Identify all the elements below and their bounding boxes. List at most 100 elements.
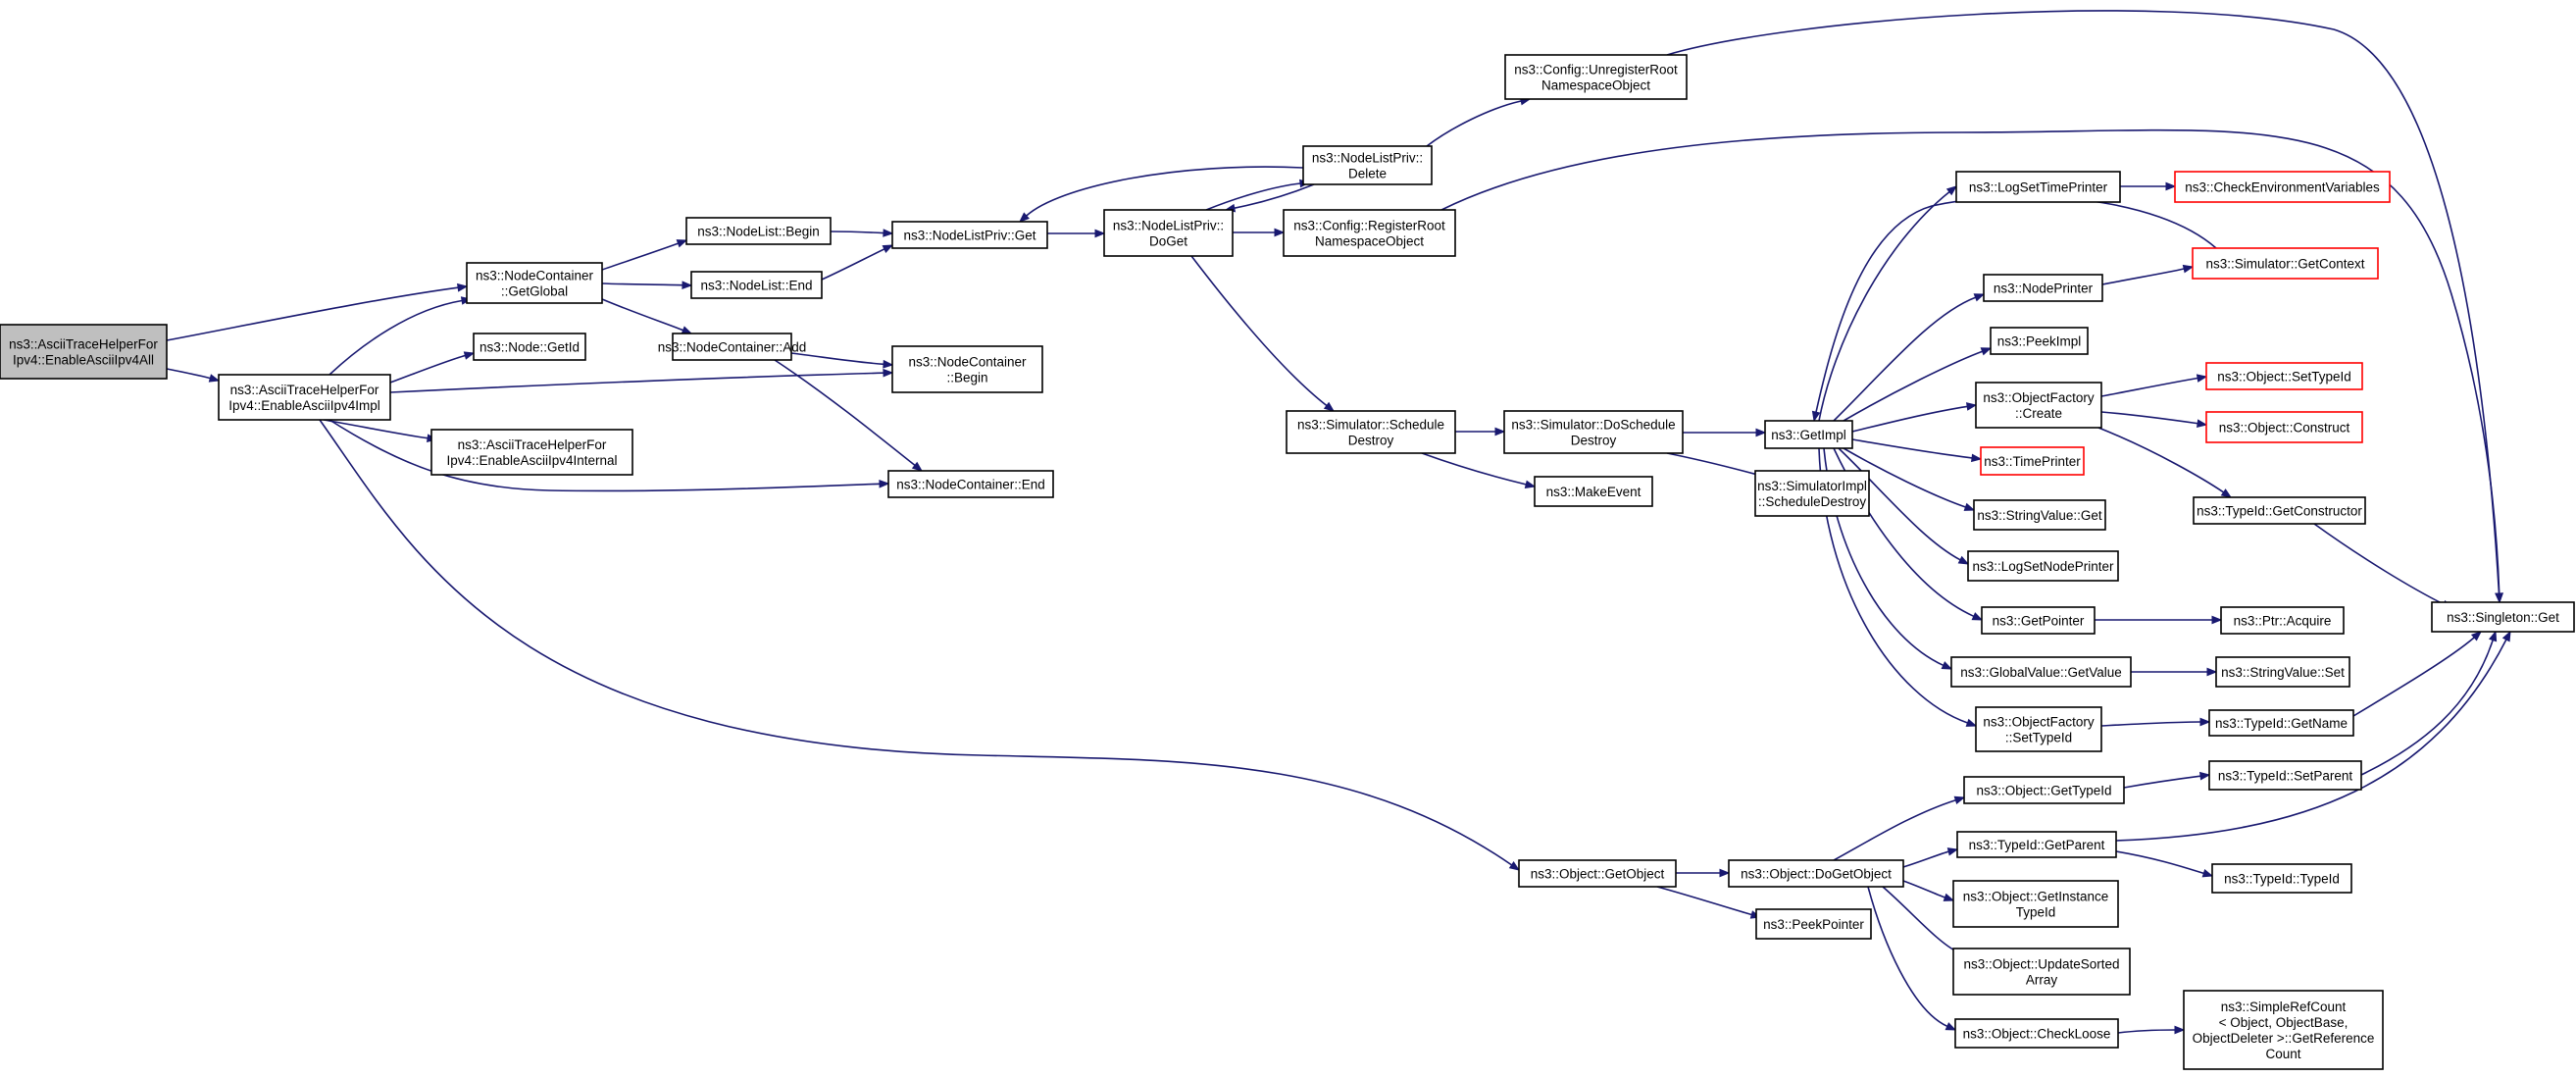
graph-node-tidtypeid[interactable]: ns3::TypeId::TypeId [2211, 863, 2352, 894]
graph-node-getpointer[interactable]: ns3::GetPointer [1981, 606, 2096, 635]
node-label: ns3::Simulator::DoSchedule [1511, 418, 1675, 433]
graph-node-singleton[interactable]: ns3::Singleton::Get [2431, 601, 2575, 633]
edge-logsettime-to-checkenv [2119, 181, 2177, 191]
arrowhead [681, 326, 693, 334]
node-label: Destroy [1571, 434, 1617, 448]
edge-nlpdoget-to-cfgreg [1233, 228, 1286, 237]
edge-tidgetparent-to-singleton [2115, 630, 2511, 842]
node-box [891, 345, 1043, 393]
graph-node-peekimpl[interactable]: ns3::PeekImpl [1990, 327, 2089, 355]
edge-line [1234, 183, 1315, 209]
edge-objdogetobj-to-tidgetparent [1902, 847, 1959, 868]
graph-node-ncbegin[interactable]: ns3::NodeContainer::Begin [891, 345, 1043, 393]
node-box [2215, 656, 2350, 688]
arrowhead [208, 374, 221, 383]
graph-node-ncglob[interactable]: ns3::NodeContainer::GetGlobal [466, 262, 603, 304]
graph-node-timeprinter[interactable]: ns3::TimePrinter [1980, 446, 2085, 476]
arrowhead [882, 244, 894, 253]
edge-line [2100, 411, 2198, 425]
graph-node-nodeprinter[interactable]: ns3::NodePrinter [1983, 274, 2103, 302]
graph-node-logsettime[interactable]: ns3::LogSetTimePrinter [1955, 171, 2121, 203]
node-label: ns3::SimpleRefCount [2221, 1000, 2347, 1014]
graph-node-nodeid[interactable]: ns3::Node::GetId [473, 333, 586, 361]
node-box [1728, 859, 1904, 888]
edge-line [1026, 166, 1304, 217]
edge-objfsettype-to-tidgetname [2100, 717, 2211, 727]
node-label: ns3::TypeId::GetName [2215, 716, 2348, 731]
edge-line [1205, 182, 1301, 211]
node-label: ns3::Object::GetObject [1531, 867, 1665, 882]
edge-root-to-ncglob [166, 282, 469, 341]
edge-line [389, 372, 884, 393]
graph-node-nlpdoget[interactable]: ns3::NodeListPriv::DoGet [1103, 209, 1234, 257]
graph-node-objgetobj[interactable]: ns3::Object::GetObject [1518, 859, 1677, 888]
edge-line [1838, 447, 1961, 561]
graph-node-internal[interactable]: ns3::AsciiTraceHelperForIpv4::EnableAsci… [430, 429, 633, 476]
graph-node-tidgetctor[interactable]: ns3::TypeId::GetConstructor [2193, 496, 2366, 525]
edge-nlpdoget-to-simsched [1190, 255, 1336, 412]
graph-node-nlpdel[interactable]: ns3::NodeListPriv::Delete [1302, 145, 1433, 185]
edge-root-to-impl [166, 368, 221, 383]
node-box [1302, 145, 1433, 185]
graph-node-strvalget[interactable]: ns3::StringValue::Get [1973, 499, 2106, 531]
edge-nlpdel-to-nlpget [1019, 166, 1304, 223]
graph-node-objconstruct[interactable]: ns3::Object::Construct [2205, 411, 2363, 443]
node-label: ns3::NodePrinter [1994, 282, 2094, 296]
arrowhead [883, 368, 894, 378]
graph-node-nlpget[interactable]: ns3::NodeListPriv::Get [891, 221, 1048, 249]
arrowhead [1971, 453, 1983, 463]
graph-node-objcheckloose[interactable]: ns3::Object::CheckLoose [1954, 1018, 2119, 1049]
graph-node-ncend[interactable]: ns3::NodeContainer::End [887, 470, 1054, 498]
graph-node-makeevent[interactable]: ns3::MakeEvent [1534, 476, 1653, 507]
graph-node-simplerefcount[interactable]: ns3::SimpleRefCount< Object, ObjectBase,… [2183, 990, 2384, 1070]
node-label: DoGet [1149, 234, 1187, 249]
graph-node-cfgunreg[interactable]: ns3::Config::UnregisterRootNamespaceObje… [1504, 54, 1688, 100]
graph-node-objfcreate[interactable]: ns3::ObjectFactory::Create [1975, 382, 2102, 429]
node-box [1952, 880, 2119, 928]
graph-node-nlbegin[interactable]: ns3::NodeList::Begin [685, 217, 832, 245]
node-label: ns3::ObjectFactory [1983, 390, 2095, 405]
node-box [2220, 606, 2345, 635]
graph-node-checkenv[interactable]: ns3::CheckEnvironmentVariables [2174, 171, 2391, 203]
graph-node-strvalset[interactable]: ns3::StringValue::Set [2215, 656, 2350, 688]
graph-node-peekpointer[interactable]: ns3::PeekPointer [1755, 908, 1872, 940]
node-box [2193, 496, 2366, 525]
node-label: ns3::NodeListPriv::Get [903, 229, 1035, 243]
node-label: ns3::PeekPointer [1763, 917, 1864, 932]
node-label: ::ScheduleDestroy [1758, 494, 1867, 509]
graph-node-objfsettype[interactable]: ns3::ObjectFactory::SetTypeId [1975, 706, 2102, 752]
edge-line [2117, 1029, 2176, 1034]
graph-node-objdogetobj[interactable]: ns3::Object::DoGetObject [1728, 859, 1904, 888]
graph-node-impl[interactable]: ns3::AsciiTraceHelperForIpv4::EnableAsci… [218, 374, 391, 421]
arrowhead [2174, 1025, 2186, 1035]
edge-line [319, 419, 1513, 866]
graph-node-simimplsched[interactable]: ns3::SimulatorImpl::ScheduleDestroy [1754, 470, 1870, 517]
edge-simsched-to-makeevent [1421, 452, 1537, 489]
graph-node-logsetnode[interactable]: ns3::LogSetNodePrinter [1967, 550, 2119, 582]
graph-node-simsched[interactable]: ns3::Simulator::ScheduleDestroy [1286, 410, 1456, 454]
graph-node-objsettype[interactable]: ns3::Object::SetTypeId [2205, 362, 2363, 390]
node-label: ns3::MakeEvent [1546, 485, 1642, 499]
graph-node-nlend[interactable]: ns3::NodeList::End [690, 271, 823, 299]
graph-node-tidsetparent[interactable]: ns3::TypeId::SetParent [2208, 760, 2362, 791]
node-label: Destroy [1348, 434, 1394, 448]
graph-node-simctx[interactable]: ns3::Simulator::GetContext [2192, 247, 2379, 280]
node-label: ns3::AsciiTraceHelperFor [230, 383, 379, 397]
graph-node-objgettype[interactable]: ns3::Object::GetTypeId [1963, 776, 2125, 804]
arrowhead [911, 461, 924, 472]
graph-node-ncadd[interactable]: ns3::NodeContainer::Add [658, 333, 807, 361]
node-box [1981, 606, 2096, 635]
edge-line [389, 354, 466, 384]
graph-node-tidgetparent[interactable]: ns3::TypeId::GetParent [1956, 831, 2117, 858]
node-box [1950, 656, 2132, 688]
graph-node-ptracq[interactable]: ns3::Ptr::Acquire [2220, 606, 2345, 635]
node-box [1503, 410, 1684, 454]
edge-line [790, 352, 884, 366]
graph-node-getimpl[interactable]: ns3::GetImpl [1764, 420, 1853, 449]
graph-node-tidgetname[interactable]: ns3::TypeId::GetName [2208, 709, 2354, 737]
graph-node-gvgetval[interactable]: ns3::GlobalValue::GetValue [1950, 656, 2132, 688]
